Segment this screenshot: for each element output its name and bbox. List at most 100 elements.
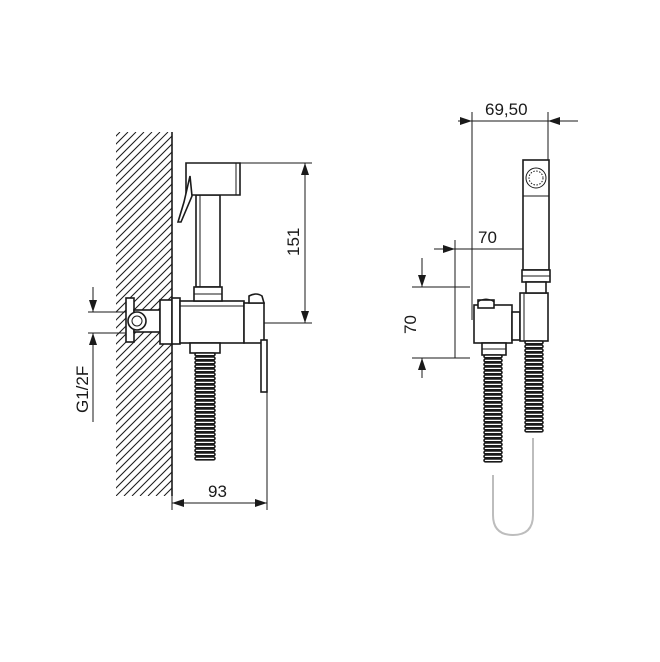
top-width-dimension: 69,50: [458, 100, 578, 320]
hose-ring: [483, 438, 503, 443]
hose-loop: [492, 438, 534, 537]
hose-ring: [194, 404, 216, 409]
hose-ring: [194, 400, 216, 405]
hatch-line: [116, 399, 172, 457]
hose-ring: [483, 418, 503, 423]
hose-ring: [483, 358, 503, 363]
bidet-spray: [176, 162, 241, 302]
hose-ring: [483, 382, 503, 387]
hatch-line: [116, 132, 121, 137]
valve-body: [179, 293, 300, 393]
hose-ring: [194, 408, 216, 413]
hose-ring: [194, 388, 216, 393]
hose-ring: [524, 416, 544, 421]
hose-ring: [483, 374, 503, 379]
hose-ring: [483, 354, 503, 359]
hose-ring: [483, 386, 503, 391]
side-hose: [189, 342, 221, 461]
hatch-line: [116, 167, 172, 225]
hatch-line: [116, 423, 172, 481]
hose-ring: [483, 378, 503, 383]
hose-ring: [194, 380, 216, 385]
hose-ring: [524, 396, 544, 401]
hatch-line: [116, 383, 172, 441]
hose-ring: [524, 408, 544, 413]
hose-ring: [194, 424, 216, 429]
hatch-line: [116, 143, 172, 201]
hose-ring: [524, 372, 544, 377]
hose-ring: [483, 398, 503, 403]
hose-ring: [524, 352, 544, 357]
hatch-line: [116, 183, 172, 241]
hose-ring: [483, 414, 503, 419]
hose-ring: [524, 368, 544, 373]
hose-ring: [524, 412, 544, 417]
hatch-line: [116, 407, 172, 465]
hose-ring: [483, 434, 503, 439]
hose-ring: [524, 424, 544, 429]
hose-ring: [194, 440, 216, 445]
hose-ring: [194, 352, 216, 357]
hose-ring: [524, 380, 544, 385]
hose-ring: [194, 456, 216, 461]
hose-ring: [524, 376, 544, 381]
front-view: 69,50 70 70: [401, 100, 578, 537]
front-spray: [521, 159, 551, 294]
hose-ring: [483, 430, 503, 435]
hatch-line: [116, 431, 172, 489]
hose-ring: [194, 416, 216, 421]
hose-ring: [524, 364, 544, 369]
hose-ring: [483, 442, 503, 447]
hose-ring: [483, 362, 503, 367]
hose-ring: [194, 376, 216, 381]
hose-ring: [194, 372, 216, 377]
hose-ring: [524, 400, 544, 405]
hose-ring: [194, 448, 216, 453]
side-view: G1/2F: [0, 132, 312, 510]
hose-ring: [524, 392, 544, 397]
hose-ring: [483, 450, 503, 455]
hose-ring: [483, 394, 503, 399]
front-height-label: 70: [401, 315, 420, 334]
height-dimension: 151: [240, 162, 312, 324]
front-height-dimension: 70: [401, 258, 470, 378]
hose-ring: [524, 340, 544, 345]
hose-ring: [483, 426, 503, 431]
hatch-line: [0, 132, 88, 496]
hatch-line: [0, 132, 80, 496]
hatch-line: [116, 175, 172, 233]
hose-ring: [483, 366, 503, 371]
hose-ring: [524, 356, 544, 361]
hatch-line: [0, 132, 112, 496]
hatch-line: [0, 132, 104, 496]
hose-ring: [483, 454, 503, 459]
hose-ring: [194, 356, 216, 361]
hose-ring: [483, 370, 503, 375]
mid-width-label: 70: [478, 228, 497, 247]
hose-ring: [524, 344, 544, 349]
hose-ring: [524, 428, 544, 433]
front-hoses: [483, 340, 544, 537]
hose-ring: [524, 388, 544, 393]
hatch-line: [116, 151, 172, 209]
hose-ring: [524, 348, 544, 353]
hose-ring: [194, 428, 216, 433]
hatch-line: [116, 415, 172, 473]
hose-ring: [194, 432, 216, 437]
hose-ring: [194, 444, 216, 449]
hose-ring: [483, 410, 503, 415]
width-label: 93: [208, 482, 227, 501]
hose-ring: [524, 420, 544, 425]
hose-ring: [524, 384, 544, 389]
hose-ring: [194, 420, 216, 425]
hose-ring: [194, 412, 216, 417]
hatch-line: [116, 132, 129, 145]
hose-ring: [483, 402, 503, 407]
hose-ring: [483, 406, 503, 411]
hose-ring: [194, 396, 216, 401]
hose-ring: [194, 436, 216, 441]
hatch-line: [0, 132, 96, 496]
hatch-line: [116, 391, 172, 449]
hose-ring: [524, 360, 544, 365]
